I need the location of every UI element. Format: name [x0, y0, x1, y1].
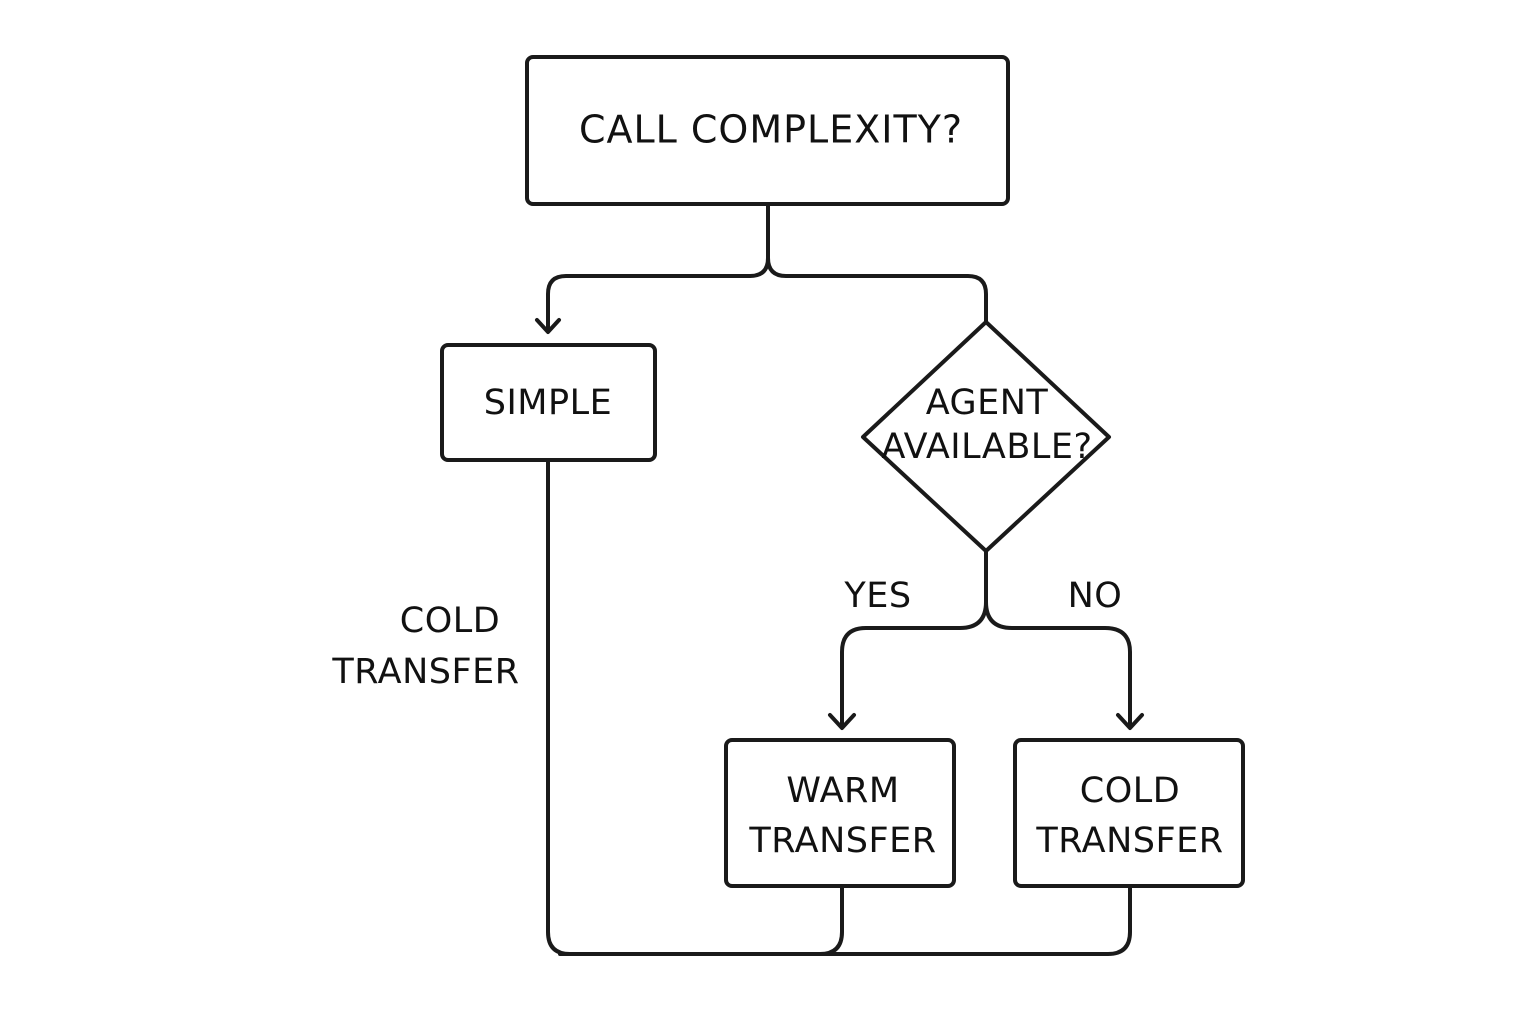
connector-split-to-decision — [766, 256, 988, 324]
agent-available-diamond — [861, 320, 1111, 553]
connector-decision-to-no — [984, 600, 1132, 729]
warm-transfer-label-line-2: TRANSFER — [748, 821, 936, 861]
connector-top-to-split — [546, 204, 770, 332]
call-complexity-label: CALL COMPLEXITY? — [579, 108, 963, 152]
connector-warm-down — [558, 886, 844, 956]
simple-box — [440, 343, 657, 462]
yes-label: YES — [843, 576, 911, 616]
arrowhead-to-simple — [535, 318, 561, 334]
simple-path-label-line-2: TRANSFER — [331, 652, 519, 692]
simple-path-label-line-1: COLD — [400, 601, 500, 641]
warm-transfer-label-line-1: WARM — [786, 771, 899, 811]
cold-transfer-box — [1013, 738, 1245, 888]
connector-cold-down — [818, 886, 1132, 956]
simple-label: SIMPLE — [484, 383, 612, 423]
arrowhead-to-warm-transfer — [828, 713, 856, 730]
agent-label-line-2: AVAILABLE? — [881, 427, 1092, 467]
arrowhead-to-cold-transfer — [1116, 713, 1144, 730]
cold-transfer-label-line-2: TRANSFER — [1035, 821, 1223, 861]
agent-label-line-1: AGENT — [926, 383, 1049, 423]
no-label: NO — [1068, 576, 1123, 616]
cold-transfer-label-line-1: COLD — [1080, 771, 1180, 811]
connector-decision-to-yes — [840, 550, 988, 729]
call-complexity-box — [525, 55, 1010, 206]
warm-transfer-box — [724, 738, 956, 888]
